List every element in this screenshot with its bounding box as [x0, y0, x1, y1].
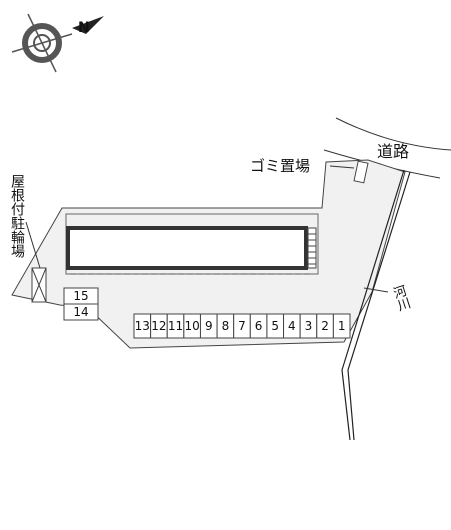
- parking-space-number: 7: [238, 319, 246, 333]
- bicycle-label: 屋根付駐輪場: [9, 174, 25, 258]
- garbage-label: ゴミ置場: [250, 157, 310, 175]
- parking-space-number: 5: [271, 319, 279, 333]
- compass-icon: N: [11, 13, 104, 73]
- parking-space-number: 3: [305, 319, 313, 333]
- parking-space-number: 4: [288, 319, 296, 333]
- parking-space-number: 10: [185, 319, 200, 333]
- river-label: 河川: [389, 284, 412, 314]
- road-label: 道路: [377, 142, 409, 161]
- parking-space-number: 14: [73, 305, 88, 319]
- parking-space-number: 9: [205, 319, 213, 333]
- parking-space-number: 12: [151, 319, 166, 333]
- parking-space: [63, 303, 99, 321]
- parking-space-number: 13: [135, 319, 150, 333]
- north-label: N: [78, 20, 90, 36]
- bicycle-parking-cross: [31, 267, 47, 303]
- parking-space: [332, 313, 351, 339]
- parking-space-number: 2: [321, 319, 329, 333]
- river: [341, 169, 411, 441]
- parking-space-number: 8: [222, 319, 230, 333]
- garbage-area: [353, 160, 369, 184]
- parking-space-number: 1: [338, 319, 346, 333]
- building: [65, 213, 319, 275]
- parking-space-number: 11: [168, 319, 183, 333]
- parking-space-number: 15: [73, 289, 88, 303]
- parking-space-number: 6: [255, 319, 263, 333]
